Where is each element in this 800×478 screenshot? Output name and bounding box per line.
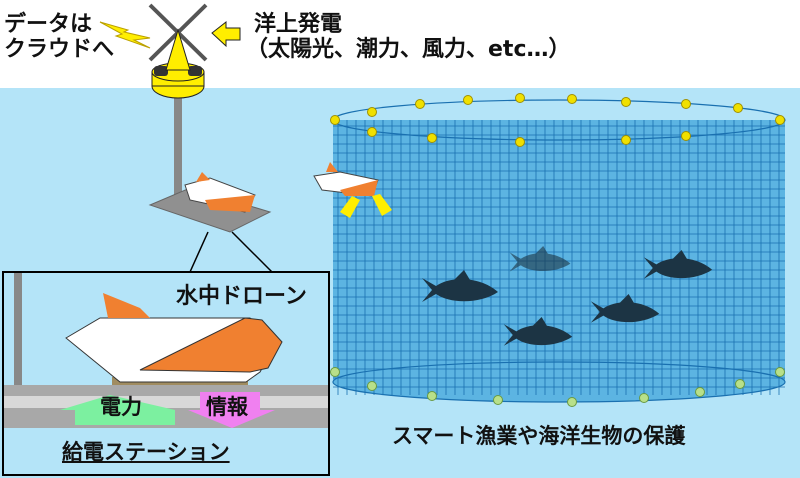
fish-cage-net	[332, 99, 786, 403]
float-top	[463, 95, 473, 105]
float-bottom	[695, 387, 705, 397]
float-top	[621, 97, 631, 107]
drone-patrolling	[313, 162, 392, 218]
charging-station-label: 給電ステーション	[62, 440, 230, 464]
float-top	[367, 127, 377, 137]
float-bottom	[427, 391, 437, 401]
float-bottom	[567, 397, 577, 407]
light-beam-icon	[340, 196, 360, 218]
fish-icon	[643, 250, 713, 279]
cloud-label-line1: データは	[4, 12, 93, 37]
electric-power-label: 電力	[100, 395, 142, 419]
float-bottom	[367, 381, 377, 391]
information-label: 情報	[206, 395, 248, 419]
power-label-line1: 洋上発電	[254, 12, 343, 37]
offshore-power-label: 洋上発電 （太陽光、潮力、風力、etc…）	[246, 12, 570, 63]
underwater-drone-label: 水中ドローン	[176, 284, 307, 309]
light-beam-icon	[372, 194, 392, 216]
electric-arrow	[60, 395, 175, 425]
float-bottom	[330, 367, 340, 377]
float-top	[733, 103, 743, 113]
platform-pole	[174, 95, 182, 195]
float-top	[681, 99, 691, 109]
float-bottom	[735, 379, 745, 389]
fish-icon	[509, 246, 571, 272]
arrow-left-icon	[211, 20, 241, 48]
float-top	[415, 99, 425, 109]
fish-icon	[503, 317, 573, 346]
float-top	[567, 94, 577, 104]
cloud-upload-label: データは クラウドへ	[4, 12, 114, 63]
power-label-line2: （太陽光、潮力、風力、etc…）	[246, 37, 571, 63]
net-floats	[330, 93, 785, 407]
float-bottom	[775, 367, 785, 377]
float-bottom	[493, 395, 503, 405]
charging-station-inset	[2, 271, 330, 476]
float-bottom	[639, 393, 649, 403]
float-top	[681, 131, 691, 141]
float-top	[427, 133, 437, 143]
float-top	[330, 115, 340, 125]
float-top	[515, 137, 525, 147]
info-arrow	[188, 392, 275, 428]
float-top	[515, 93, 525, 103]
fish-icon	[590, 294, 660, 323]
float-top	[621, 135, 631, 145]
drone-on-station	[184, 172, 256, 213]
lightning-bolt-icon	[99, 21, 151, 49]
windmill-icon	[148, 3, 208, 71]
fish-icon	[422, 270, 498, 302]
float-top	[367, 107, 377, 117]
smart-fishery-label: スマート漁業や海洋生物の保護	[392, 424, 686, 448]
float-top	[775, 115, 785, 125]
cloud-label-line2: クラウドへ	[4, 37, 115, 63]
